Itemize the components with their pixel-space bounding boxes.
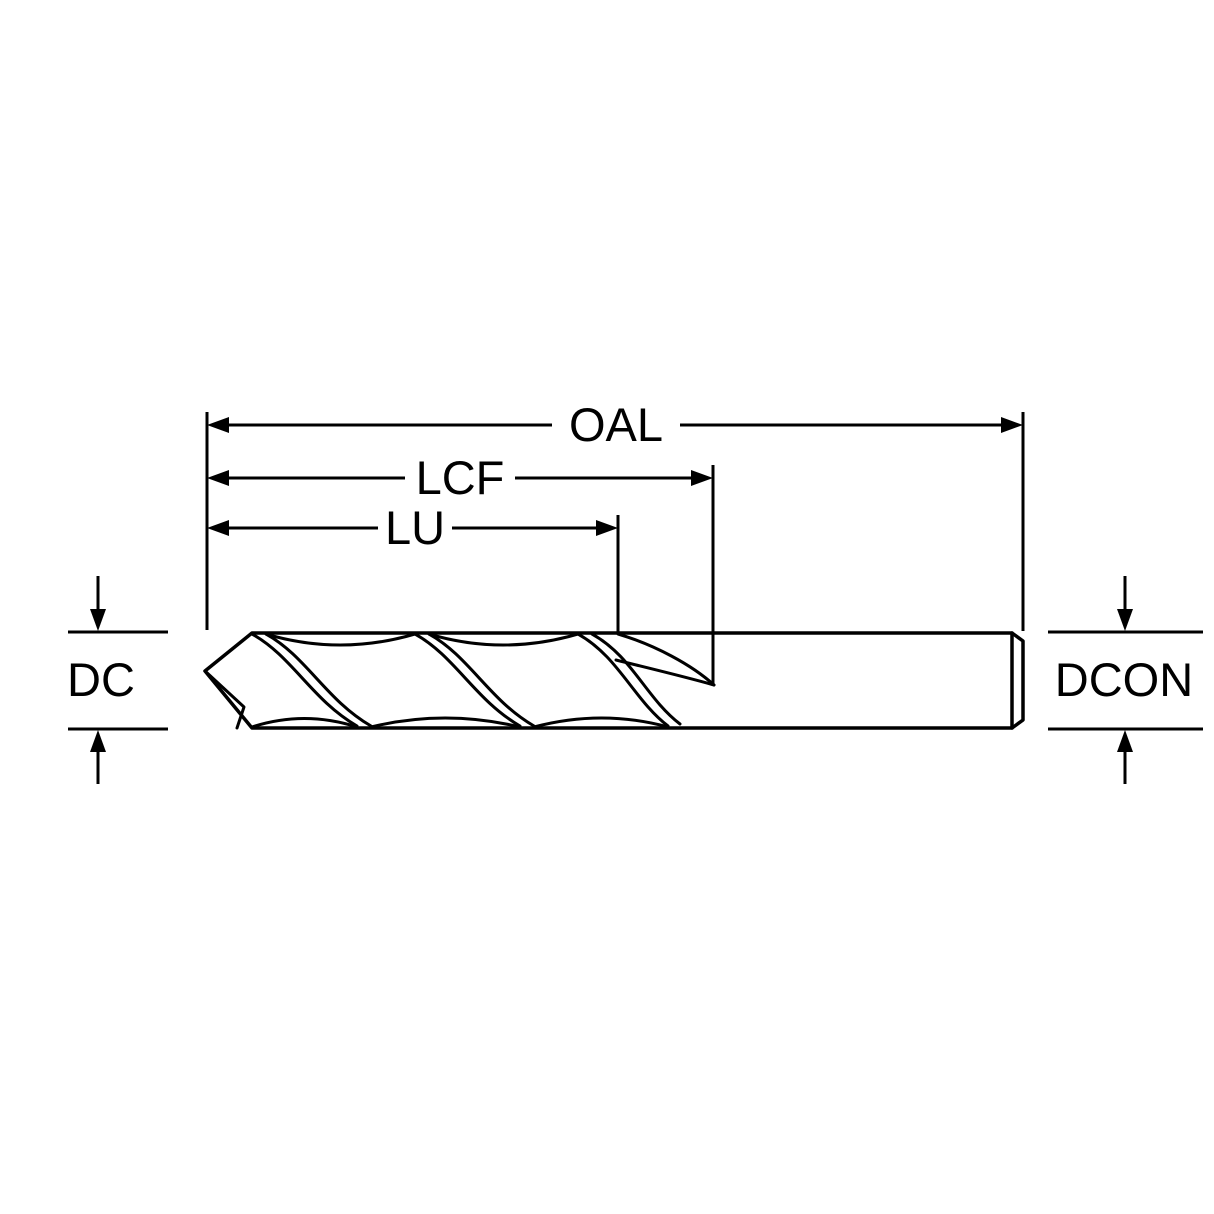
extension-lines [205,412,1025,686]
flute-spiral-1-margin [264,632,373,728]
flute-runout-lower [614,658,716,687]
dc-arrow-up-icon [90,730,106,752]
land-arc-bottom-2 [369,716,522,729]
dimension-dc: DC [67,576,168,784]
land-arc-bottom-1 [250,717,359,729]
flute-spiral-3-margin [590,632,682,726]
lcf-label: LCF [416,451,505,504]
flute-spiral-2-margin [427,632,536,728]
dc-arrow-down-icon [90,609,106,631]
lu-arrow-right-icon [596,520,618,536]
tip-flank-line [203,669,246,730]
lu-arrow-left-icon [207,520,229,536]
flute-runout-upper [616,632,716,687]
drill-bit-outline [203,631,1025,730]
flute-spiral-2 [413,632,522,728]
dimension-dcon: DCON [1048,576,1203,784]
dcon-arrow-up-icon [1117,730,1133,752]
lu-label: LU [385,501,445,554]
flute-spiral-3 [576,632,670,728]
lcf-arrow-left-icon [207,470,229,486]
oal-arrow-right-icon [1001,417,1023,433]
flute-spiral-1 [250,632,359,728]
land-arc-top-1 [264,632,417,647]
oal-arrow-left-icon [207,417,229,433]
dimension-oal: OAL [207,398,1023,451]
drill-bit [203,631,1025,730]
dcon-label: DCON [1055,653,1193,706]
land-arc-top-2 [427,632,580,647]
dimension-lu: LU [207,501,618,554]
dcon-arrow-down-icon [1117,609,1133,631]
dimension-lcf: LCF [207,451,713,504]
land-arc-bottom-3 [532,716,670,729]
lcf-arrow-right-icon [691,470,713,486]
oal-label: OAL [569,398,663,451]
dc-label: DC [67,653,135,706]
